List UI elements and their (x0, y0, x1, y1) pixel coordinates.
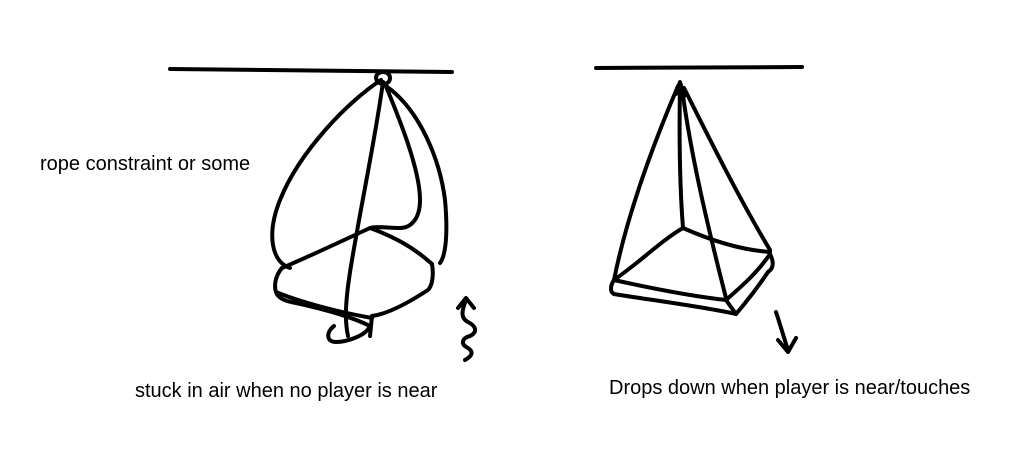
right-rope-strand-right (682, 86, 772, 252)
right-platform-front-corner (724, 298, 738, 316)
right-platform-left-side (609, 278, 616, 296)
drop-state-caption: Drops down when player is near/touches (609, 377, 971, 399)
left-platform-top (280, 226, 434, 270)
stuck-state-caption: stuck in air when no player is near (135, 380, 438, 402)
stuck-object-sketch (168, 67, 454, 344)
right-platform-front-left (612, 278, 728, 302)
left-ceiling-line (168, 67, 454, 74)
right-rope-strand-left (612, 84, 680, 282)
right-rope-strand-center (677, 84, 685, 230)
right-platform-front-right (724, 252, 775, 302)
right-platform-right-side (734, 270, 770, 316)
right-platform-bottom-face (612, 292, 738, 316)
left-platform-right-edge (370, 262, 435, 318)
left-rope-strand-inner-left (343, 80, 385, 338)
dropping-object-sketch (594, 65, 804, 316)
rope-constraint-note: rope constraint or some (40, 153, 251, 175)
squiggly-up-arrow-icon (456, 296, 477, 362)
right-platform-back-right (681, 226, 772, 254)
right-ceiling-line (594, 65, 804, 70)
left-rope-strand-outer-right (384, 84, 449, 265)
right-rope-strand-front (680, 86, 728, 300)
left-rope-strand-middle (368, 82, 422, 230)
right-platform-back-left (612, 226, 685, 282)
left-platform-bottom-face (274, 290, 372, 328)
left-platform-dangling-lip (326, 324, 372, 344)
left-rope-strand-outer-left (270, 78, 383, 270)
down-arrow-icon (774, 310, 798, 354)
